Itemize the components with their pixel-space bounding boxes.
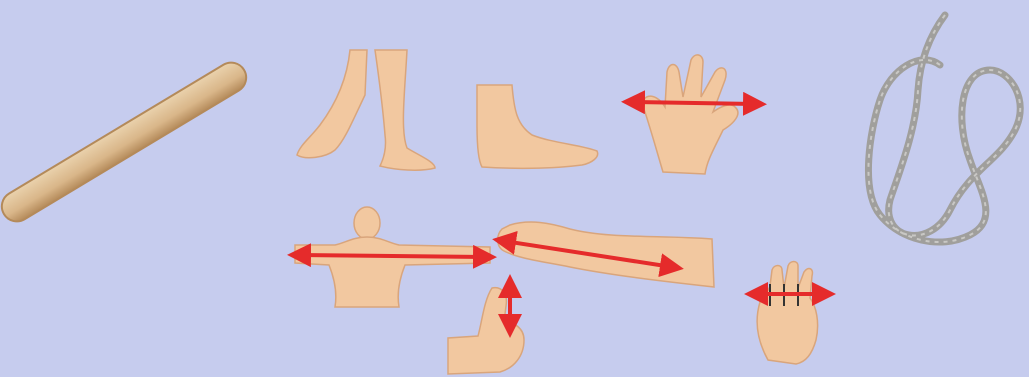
foot xyxy=(472,85,602,175)
measure-arrow xyxy=(633,102,755,104)
palm-width xyxy=(750,262,830,367)
rope-coil xyxy=(860,10,1029,255)
popsicle-stick xyxy=(0,60,260,220)
measure-arrow xyxy=(299,255,485,257)
palm-icon xyxy=(750,262,830,367)
rope-icon xyxy=(860,10,1029,255)
legs-icon xyxy=(295,50,440,180)
hand-span xyxy=(625,52,765,177)
thumb-inch xyxy=(448,278,528,377)
thumb-icon xyxy=(448,278,528,377)
legs-walking xyxy=(295,50,440,180)
hand-span-icon xyxy=(625,52,765,177)
foot-icon xyxy=(472,85,602,175)
wooden-stick-icon xyxy=(0,60,260,220)
